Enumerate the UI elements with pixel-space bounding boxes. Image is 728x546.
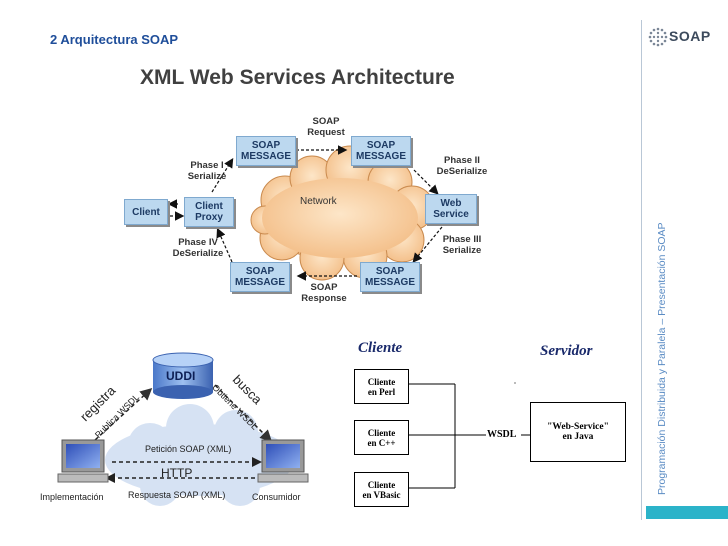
client-cpp-box: Cliente en C++ [354,420,409,455]
client-cpp-label: Cliente en C++ [367,427,396,448]
soap-message-label: SOAP MESSAGE [240,140,291,162]
client-perl-label: Cliente en Perl [367,376,396,397]
client-proxy-node: Client Proxy [184,197,234,227]
soap-request-label: SOAP Request [307,116,345,138]
client-vbasic-box: Cliente en VBasic [354,472,409,507]
servidor-title: Servidor [540,343,593,359]
client-vbasic-label: Cliente en VBasic [362,479,401,500]
soap-message-label: SOAP MESSAGE [355,140,406,162]
uddi-label: UDDI [166,369,196,383]
soap-message-top-right: SOAP MESSAGE [351,136,411,166]
client-node: Client [124,199,168,225]
implementacion-computer-icon [57,439,109,483]
http-label: HTTP [161,466,193,480]
slide-title: 2 Arquitectura SOAP [50,32,179,47]
client-node-label: Client [132,206,160,218]
consumidor-computer-icon [257,439,309,483]
soap-message-label: SOAP MESSAGE [364,266,415,288]
accent-bar [646,506,728,519]
phase4-label: Phase IV DeSerialize [172,237,224,259]
web-service-node: Web Service [425,194,477,224]
web-service-label: Web Service [433,198,469,220]
architecture-title: XML Web Services Architecture [140,66,455,89]
peticion-soap-label: Petición SOAP (XML) [145,444,232,454]
soap-message-bottom-right: SOAP MESSAGE [360,262,420,292]
cliente-title: Cliente [358,340,403,356]
soap-response-label: SOAP Response [301,282,347,304]
consumidor-label: Consumidor [252,492,301,502]
phase3-label: Phase III Serialize [442,234,482,256]
logo-text: SOAP [669,28,711,44]
web-service-java-label: "Web-Service" en Java [547,422,609,442]
soap-message-top-left: SOAP MESSAGE [236,136,296,166]
phase2-label: Phase II DeSerialize [436,155,488,177]
respuesta-soap-label: Respuesta SOAP (XML) [128,490,226,500]
soap-message-label: SOAP MESSAGE [234,266,285,288]
vertical-divider [641,20,642,520]
wsdl-label: WSDL [487,429,517,440]
client-proxy-label: Client Proxy [195,201,223,223]
web-service-java-box: "Web-Service" en Java [530,402,626,462]
phase1-label: Phase I Serialize [187,160,227,182]
soap-message-bottom-left: SOAP MESSAGE [230,262,290,292]
uddi-database-icon [152,352,214,399]
client-perl-box: Cliente en Perl [354,369,409,404]
soap-logo-icon [648,27,668,47]
network-label: Network [300,196,337,207]
implementacion-label: Implementación [40,492,104,502]
